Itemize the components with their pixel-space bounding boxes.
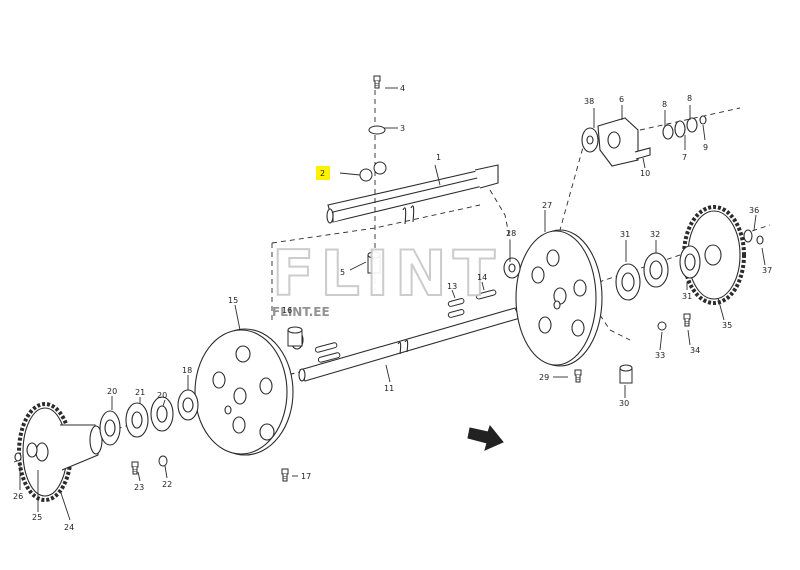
sprocket-left [17,402,103,502]
callout-label: 23 [134,483,144,492]
callout-label: 1 [436,153,441,162]
watermark: FLINT FLINT.EE [271,236,501,319]
callout-label: 6 [619,95,624,104]
callout-label: 32 [650,230,660,239]
bearing-stack-left [14,389,199,462]
bolt-29 [574,369,582,383]
leader-lines [19,87,766,521]
callout-label: 13 [447,282,457,291]
highlight-marker [316,166,330,180]
callout-label: 5 [340,268,345,277]
callout-label: 30 [619,399,629,408]
callout-label: 4 [400,84,405,93]
sprocket-right [679,205,746,305]
callout-label: 31 [620,230,630,239]
callout-label: 27 [542,201,552,210]
callout-label: 8 [662,100,667,109]
callout-label: 33 [655,351,665,360]
callout-label: 18 [182,366,192,375]
hub-disc-right [515,229,603,367]
bolt-34 [683,313,691,327]
callout-label: 22 [162,480,172,489]
hub-disc-left [194,328,294,456]
callout-label: 17 [301,472,311,481]
callout-label: 37 [762,266,772,275]
callout-label: 16 [282,306,292,315]
callout-labels: 1 2 3 4 5 6 7 8 8 9 10 11 13 14 15 16 17… [13,84,772,532]
callout-label: 15 [228,296,238,305]
callout-label: 9 [703,143,708,152]
bolt-4 [373,75,381,89]
callout-label: 7 [682,153,687,162]
callout-label: 14 [477,273,487,282]
watermark-site: FLINT.EE [272,305,330,319]
callout-label: 25 [32,513,42,522]
callout-label: 36 [749,206,759,215]
watermark-logo: FLINT [272,237,501,310]
callout-label: 20 [157,391,167,400]
callout-label: 31 [682,292,692,301]
callout-label: 35 [722,321,732,330]
callout-label: 26 [13,492,23,501]
callout-label: 20 [107,387,117,396]
callout-label: 10 [640,169,650,178]
callout-label: 2 [320,169,325,178]
callout-label: 8 [687,94,692,103]
callout-label: 29 [539,373,549,382]
upper-bar [326,164,499,225]
bolt-23 [131,461,139,475]
callout-label: 21 [135,388,145,397]
callout-label: 3 [400,124,405,133]
small-parts [158,125,667,467]
callout-label: 11 [384,384,394,393]
callout-label: 24 [64,523,74,532]
direction-arrow [467,424,504,451]
callout-label: 38 [584,97,594,106]
bracket-assembly [581,115,707,167]
callout-label: 34 [690,346,700,355]
bearing-stack-right [290,229,764,350]
callout-label: 28 [506,229,516,238]
bolt-17 [281,468,289,482]
